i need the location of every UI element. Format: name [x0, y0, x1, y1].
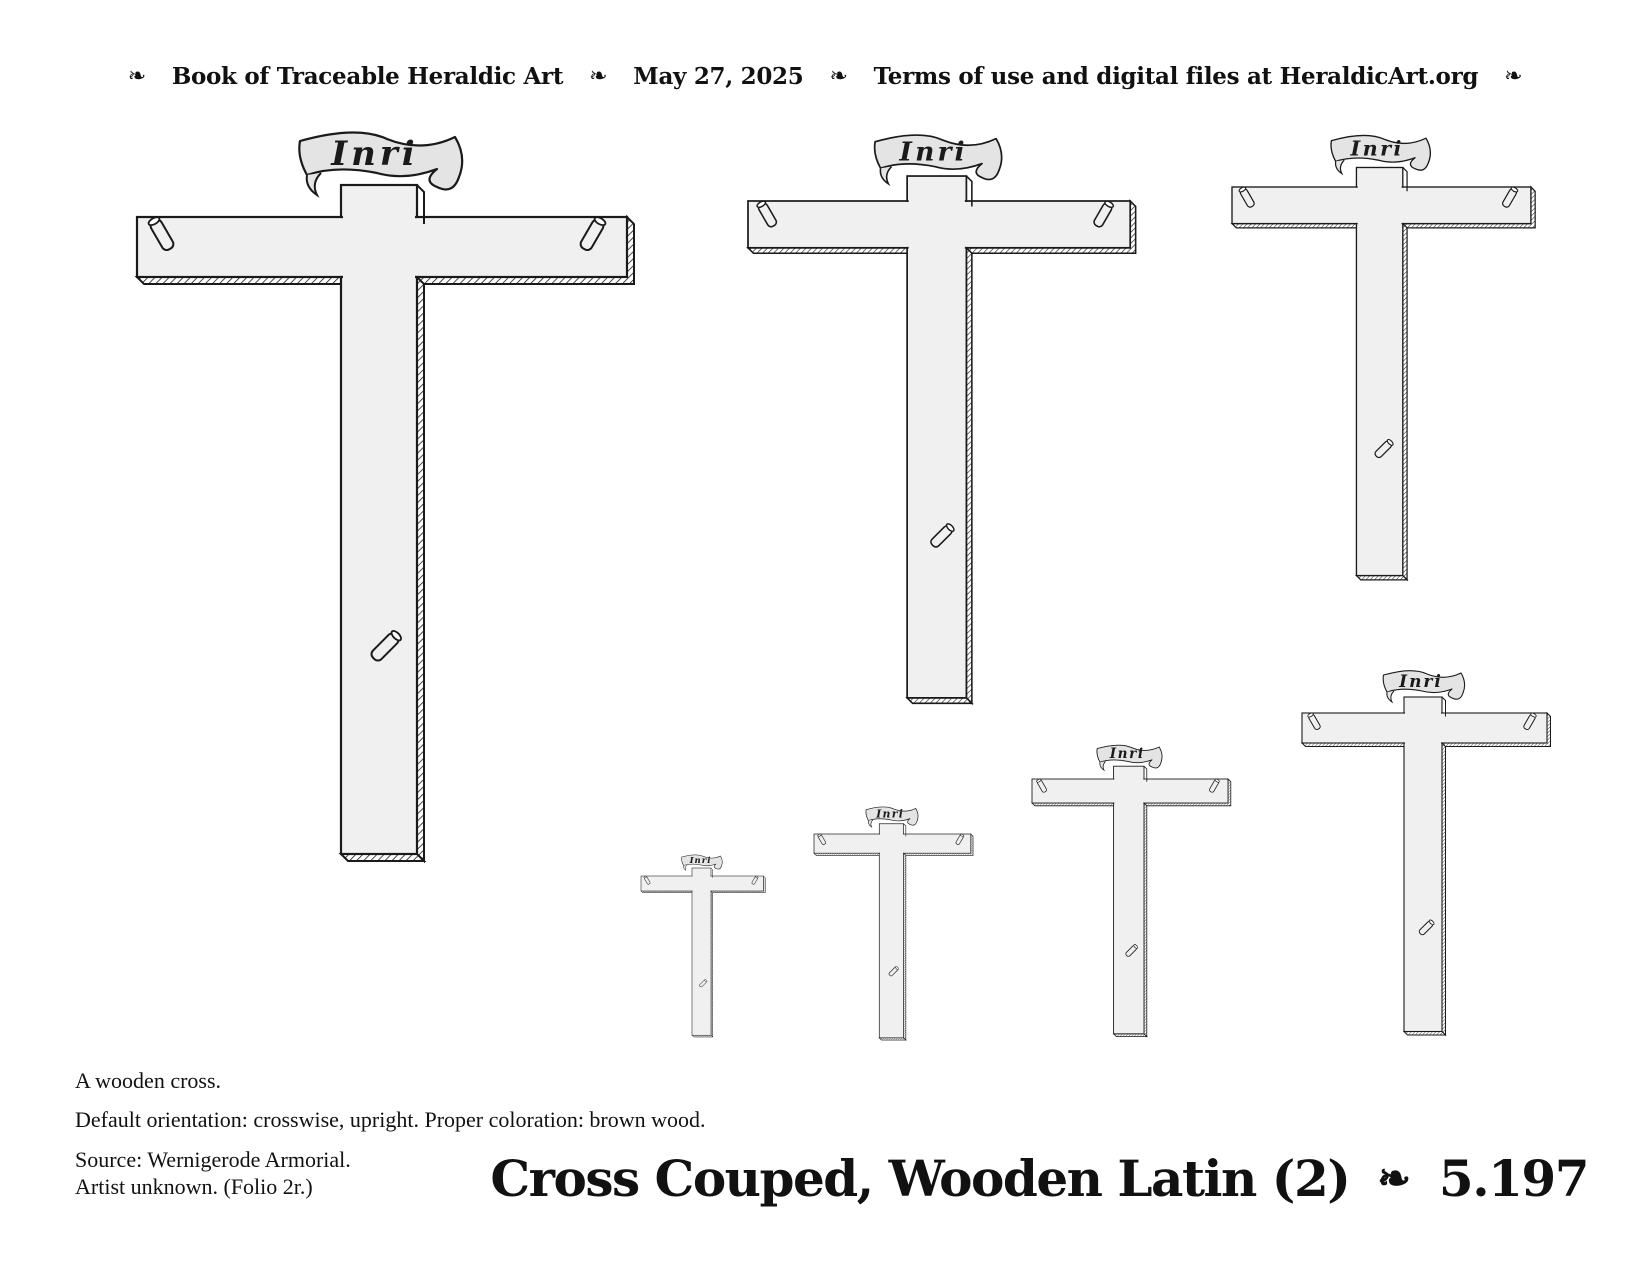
- inri-scroll: [1382, 670, 1466, 700]
- nail-icon: [751, 875, 759, 885]
- nail-icon: [699, 979, 708, 988]
- cross-upright: [906, 246, 968, 699]
- nail-icon: [1238, 186, 1255, 208]
- nail-icon: [1036, 778, 1047, 793]
- description-line: A wooden cross.: [75, 1068, 222, 1093]
- cross-upright: [1113, 802, 1145, 1035]
- wooden-cross: Inri: [640, 854, 766, 1038]
- nail-icon: [1502, 186, 1519, 208]
- page-header: ❧ Book of Traceable Heraldic Art ❧ May 2…: [0, 56, 1650, 96]
- inri-text: Inri: [330, 134, 418, 174]
- nail-icon: [579, 216, 607, 252]
- nail-icon: [1307, 712, 1321, 731]
- inri-text: Inri: [875, 807, 904, 820]
- nail-icon: [370, 630, 402, 662]
- nail-icon: [1209, 778, 1220, 793]
- orientation-line: Default orientation: crosswise, upright.…: [75, 1107, 706, 1132]
- cross-upright: [691, 890, 712, 1036]
- nail-icon: [888, 966, 899, 977]
- nail-icon: [817, 833, 826, 845]
- cross-bar: [1031, 778, 1229, 804]
- cross-bar: [1231, 186, 1532, 225]
- nail-icon: [1523, 712, 1537, 731]
- wooden-cross: Inri: [1300, 670, 1551, 1037]
- nail-icon: [1093, 200, 1115, 228]
- nail-icon: [756, 200, 778, 228]
- scroll-curl: [1099, 761, 1106, 772]
- nail-icon: [930, 523, 955, 548]
- inri-scroll: [873, 134, 1003, 181]
- cross-top: [1355, 166, 1404, 188]
- inri-scroll: [1096, 744, 1163, 769]
- inri-scroll: [1330, 134, 1432, 171]
- cross-top: [691, 867, 712, 877]
- fleuron-ornament: ❧: [829, 63, 848, 89]
- wooden-cross: Inri: [1031, 744, 1232, 1038]
- scroll-curl: [879, 166, 893, 187]
- scroll-curl: [305, 172, 322, 198]
- nail-icon: [1374, 438, 1394, 459]
- cross-upright: [1403, 742, 1443, 1033]
- cross-top: [339, 183, 419, 219]
- inri-scroll: [865, 806, 919, 826]
- wooden-cross: Inri: [1230, 134, 1536, 582]
- fleuron-ornament: ❧: [127, 63, 146, 89]
- scroll-curl: [683, 864, 688, 872]
- cross-bar: [1301, 712, 1548, 744]
- cross-upright: [878, 852, 904, 1039]
- cross-bar: [747, 200, 1132, 249]
- scroll-curl: [1334, 159, 1345, 176]
- inri-text: Inri: [1398, 672, 1443, 692]
- inri-text: Inri: [899, 136, 968, 167]
- cross-top: [878, 823, 904, 835]
- nail-icon: [955, 833, 965, 845]
- cross-top: [1403, 696, 1443, 714]
- scroll-curl: [1386, 690, 1395, 704]
- nail-icon: [643, 875, 651, 885]
- inri-text: Inri: [1350, 136, 1404, 160]
- plate-title: Cross Couped, Wooden Latin (2) ❧ 5.197: [490, 1148, 1590, 1208]
- cross-bar: [640, 875, 764, 892]
- wooden-cross: Inri: [746, 134, 1137, 706]
- publication-date: May 27, 2025: [633, 62, 804, 90]
- artist-line: Artist unknown. (Folio 2r.): [75, 1174, 313, 1199]
- plate-number: 5.197: [1438, 1148, 1590, 1208]
- terms-of-use: Terms of use and digital files at Herald…: [873, 62, 1479, 90]
- fleuron-ornament: ❧: [1377, 1154, 1411, 1202]
- nail-icon: [1418, 919, 1435, 936]
- cross-upright: [339, 275, 419, 856]
- cross-bar: [813, 833, 972, 854]
- cross-bar: [135, 215, 629, 279]
- inri-text: Inri: [1109, 746, 1145, 762]
- cross-upright: [1355, 222, 1404, 577]
- book-title: Book of Traceable Heraldic Art: [171, 62, 564, 90]
- inri-text: Inri: [689, 856, 712, 866]
- nail-icon: [147, 216, 175, 252]
- inri-scroll: [298, 131, 464, 191]
- nail-icon: [1125, 944, 1138, 957]
- wooden-cross: Inri: [813, 806, 974, 1041]
- wooden-cross: Inri: [134, 131, 635, 864]
- scroll-curl: [867, 819, 874, 828]
- inri-scroll: [681, 854, 723, 870]
- source-block: Source: Wernigerode Armorial. Artist unk…: [75, 1146, 351, 1200]
- source-line: Source: Wernigerode Armorial.: [75, 1147, 351, 1172]
- charge-name: Cross Couped, Wooden Latin (2): [490, 1148, 1351, 1208]
- cross-top: [1113, 765, 1145, 780]
- fleuron-ornament: ❧: [1504, 63, 1523, 89]
- fleuron-ornament: ❧: [589, 63, 608, 89]
- cross-top: [906, 175, 968, 202]
